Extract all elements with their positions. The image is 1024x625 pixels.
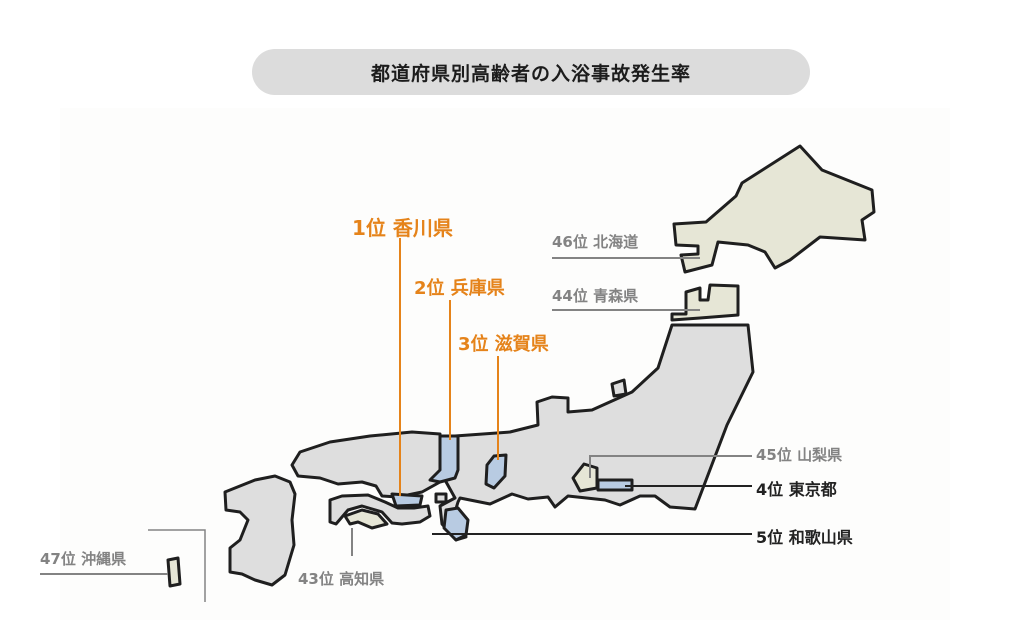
rank-label-3: 3位 滋賀県 xyxy=(458,334,549,355)
rank-label-44: 44位 青森県 xyxy=(552,287,639,305)
region-okinawa xyxy=(166,556,182,588)
rank-label-43: 43位 高知県 xyxy=(298,570,385,588)
region-chugoku xyxy=(290,430,442,499)
rank-label-4: 4位 東京都 xyxy=(756,480,837,499)
region-shikoku xyxy=(328,493,432,526)
region-kagawa xyxy=(390,492,424,508)
rank-label-2: 2位 兵庫県 xyxy=(414,278,505,299)
region-honshu xyxy=(438,323,755,542)
region-kochi xyxy=(343,508,389,530)
rank-label-5: 5位 和歌山県 xyxy=(756,528,853,547)
region-sado xyxy=(610,378,628,398)
region-shiga xyxy=(484,453,508,490)
region-awaji xyxy=(434,492,448,504)
rank-label-45: 45位 山梨県 xyxy=(756,446,843,464)
region-aomori xyxy=(670,283,740,322)
rank-label-1: 1位 香川県 xyxy=(352,216,453,240)
region-hyogo xyxy=(428,434,460,484)
rank-label-47: 47位 沖縄県 xyxy=(40,550,127,568)
rank-label-46: 46位 北海道 xyxy=(552,233,639,251)
region-wakayama xyxy=(442,506,470,542)
inset-frame-okinawa xyxy=(148,529,206,602)
region-kyushu xyxy=(223,474,297,587)
leader-line-yamanashi xyxy=(589,455,752,478)
page-title: 都道府県別高齢者の入浴事故発生率 xyxy=(252,49,810,95)
region-hokkaido xyxy=(672,144,876,274)
region-tokyo xyxy=(596,478,634,492)
